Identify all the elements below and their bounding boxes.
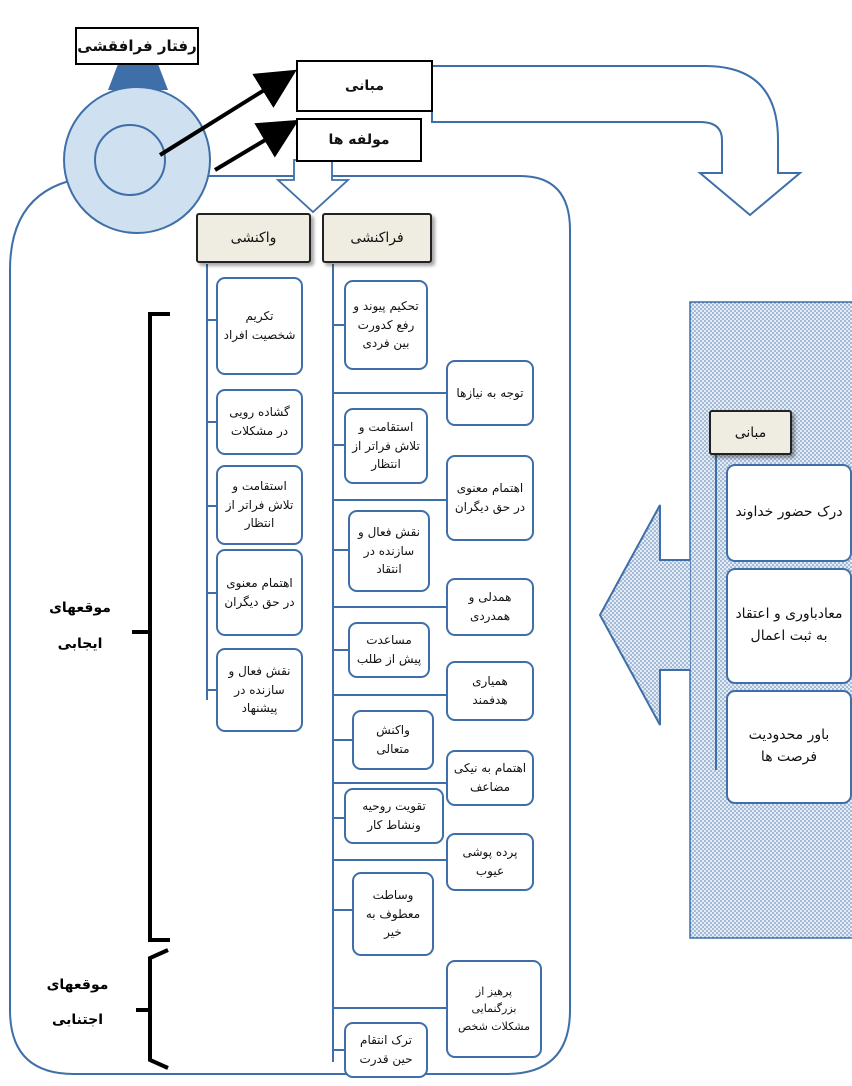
farakoneshi-item: وساطت معطوف به خیر [352,872,434,956]
farakoneshi-item: اهتمام معنوی در حق دیگران [446,455,534,541]
molafeha-top-box: مولفه ها [296,118,422,162]
farakoneshi-item: پرهیز از بزرگنمایی مشکلات شخص [446,960,542,1058]
farakoneshi-item: ترک انتقام حین قدرت [344,1022,428,1078]
cap [108,64,168,90]
farakoneshi-item: توجه به نیازها [446,360,534,426]
farakoneshi-item: تقویت روحیه ونشاط کار [344,788,444,844]
vakoneshi-item: استقامت و تلاش فراتر از انتظار [216,465,303,545]
mabani-item: باور محدودیت فرصت ها [726,690,852,804]
down-arrow [275,159,351,214]
farakoneshi-item: مساعدت پیش از طلب [348,622,430,678]
farakoneshi-item: همدلی و همدردی [446,578,534,636]
mabani-header-label: مبانی [734,424,767,441]
farakoneshi-item: واکنش متعالی [352,710,434,770]
ijabi-bracket [148,312,170,942]
big-left-arrow [598,504,690,726]
vakoneshi-item: نقش فعال و سازنده در پیشنهاد [216,648,303,732]
ejtenabi-label: موقعهای اجتنابی [46,977,109,1028]
farakoneshi-item: اهتمام به نیکی مضاعف [446,750,534,806]
molafeha-top-label: مولفه ها [328,132,390,148]
mabani-item: درک حضور خداوند [726,464,852,562]
farakoneshi-header-label: فراکنشی [350,230,404,246]
mabani-header: مبانی [709,410,792,455]
mabani-top-box: مبانی [296,60,433,112]
farakoneshi-item: تحکیم پیوند و رفع کدورت بین فردی [344,280,428,370]
mabani-top-label: مبانی [344,78,385,94]
farakoneshi-item: همیاری هدفمند [446,661,534,721]
farakoneshi-item: نقش فعال و سازنده در انتقاد [348,510,430,592]
farakoneshi-item: استقامت و تلاش فراتر از انتظار [344,408,428,484]
farakoneshi-item: پرده پوشی عیوب [446,833,534,891]
vakoneshi-header-label: واکنشی [230,230,277,246]
mabani-item: معادباوری و اعتقاد به ثبت اعمال [726,568,852,684]
vakoneshi-item: گشاده رویی در مشکلات [216,389,303,455]
title-text: رفتار فرافقشی [77,37,197,55]
vakoneshi-item: اهتمام معنوی در حق دیگران [216,549,303,636]
vakoneshi-header: واکنشی [196,213,311,263]
farakoneshi-header: فراکنشی [322,213,432,263]
vakoneshi-item: تکریم شخصیت افراد [216,277,303,375]
curved-arrow [431,65,803,217]
ijabi-label: موقعهای ایجابی [49,600,111,653]
title-box: رفتار فرافقشی [75,27,199,65]
donut-inner [94,124,166,196]
